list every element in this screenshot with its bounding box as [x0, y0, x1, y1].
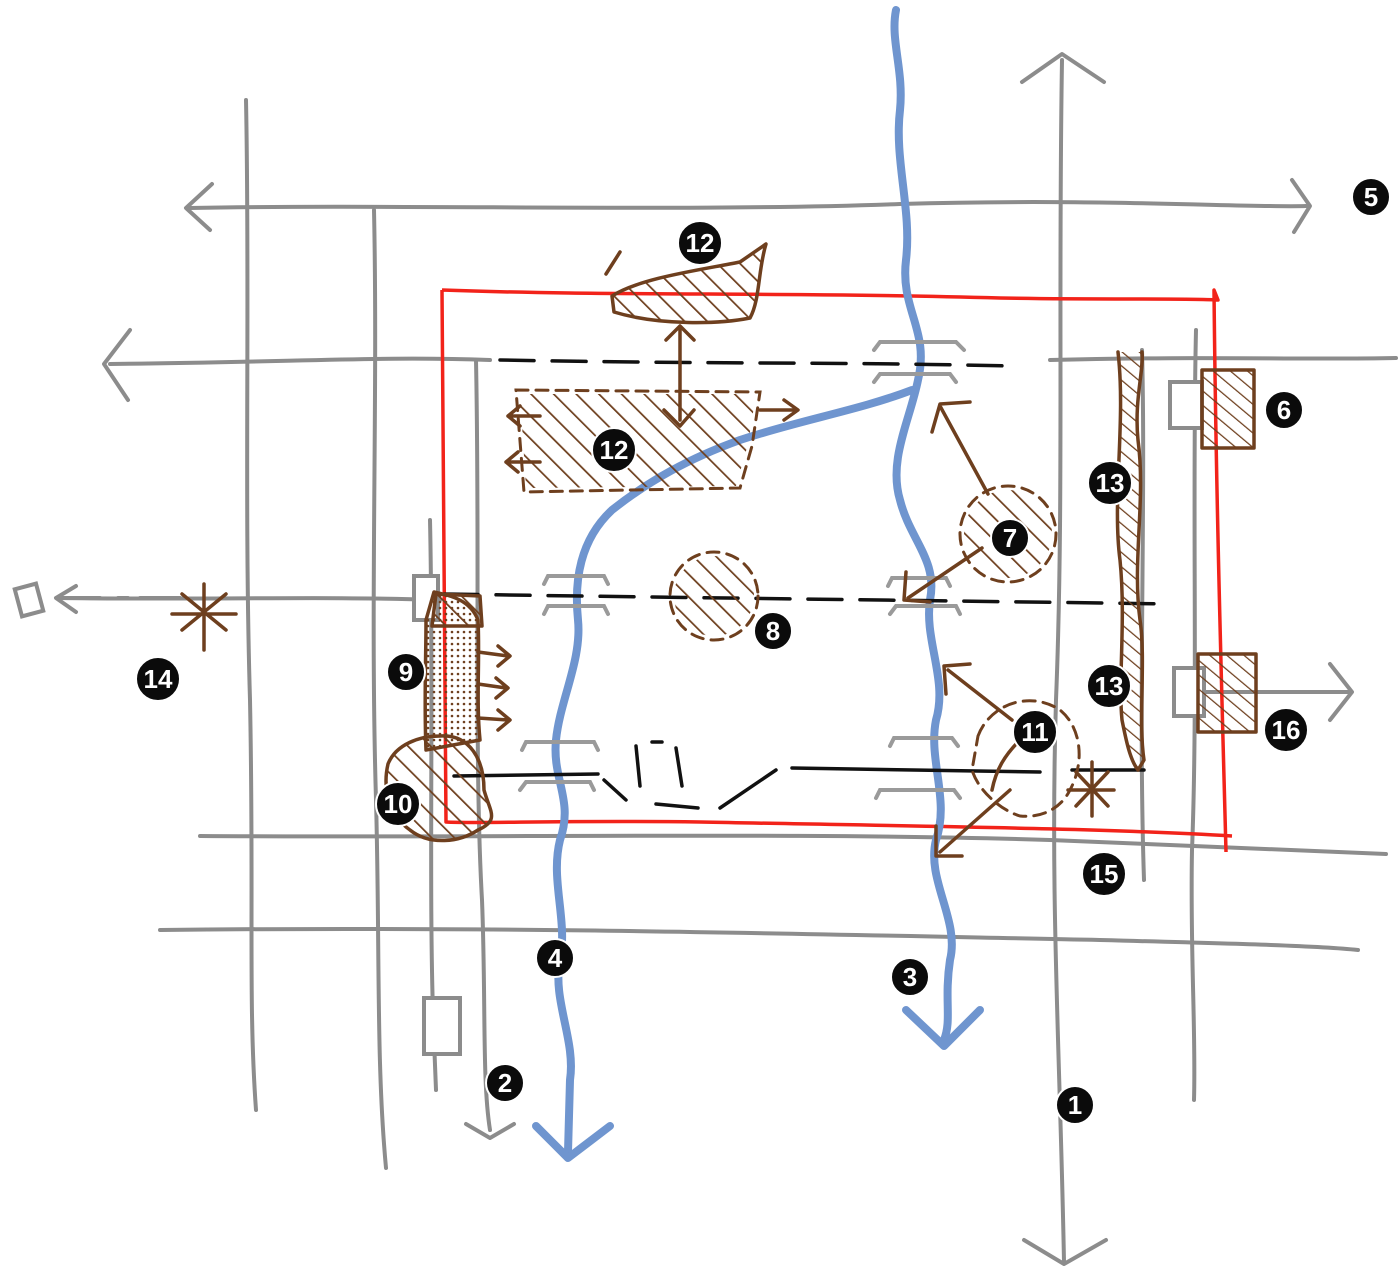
arrow-5-west	[184, 182, 214, 232]
marker-13-south-label: 13	[1095, 671, 1124, 701]
zone-7-outline	[958, 484, 1058, 584]
marker-5-label: 5	[1364, 182, 1378, 212]
zone-13	[1115, 350, 1146, 772]
marker-9-label: 9	[399, 657, 413, 687]
marker-4-label: 4	[548, 943, 563, 973]
river-3	[890, 6, 956, 1044]
marker-1-label: 1	[1068, 1090, 1082, 1120]
marker-11: 11	[1012, 709, 1058, 755]
river-4-arrowhead	[532, 1122, 614, 1162]
marker-11-label: 11	[1021, 717, 1049, 747]
zone-12-south	[520, 394, 756, 488]
symbol-14-asterisk	[170, 582, 238, 652]
broken-line-south-mid	[602, 740, 778, 810]
dashed-line-middle	[442, 592, 1172, 606]
zone-16	[1196, 652, 1258, 734]
marker-14: 14	[135, 656, 181, 702]
marker-16: 16	[1263, 707, 1309, 753]
marker-8-label: 8	[766, 616, 780, 646]
zone-12-north-tick	[604, 250, 622, 276]
road-vertical-inner-east	[1139, 348, 1146, 882]
arrow-1-south	[1022, 1238, 1108, 1266]
arrow-7-south	[902, 546, 984, 604]
marker-1: 1	[1055, 1085, 1095, 1125]
road-horizontal-upper	[108, 356, 492, 366]
road-vertical-site-west	[474, 358, 492, 1132]
marker-12-north: 12	[677, 220, 723, 266]
road-horizontal-upper-east	[1048, 356, 1398, 362]
road-vertical-left	[371, 208, 388, 1170]
bridge-river3-mid	[886, 576, 962, 616]
marker-10: 10	[375, 781, 421, 827]
marker-3: 3	[890, 957, 930, 997]
marker-14-label: 14	[144, 664, 173, 694]
zone-8	[674, 556, 754, 636]
bridges	[518, 340, 966, 800]
gate-box-14	[12, 581, 46, 619]
gate-box-6	[1168, 380, 1204, 430]
bridge-river4-mid	[542, 574, 610, 616]
arrow-1-north	[1020, 52, 1106, 84]
marker-10-label: 10	[384, 789, 413, 819]
road-vertical-far-left	[244, 98, 258, 1112]
gate-box-2	[422, 996, 462, 1056]
arrow-16-east	[1328, 662, 1354, 722]
arrow-2-south	[464, 1122, 516, 1140]
marker-7-label: 7	[1003, 523, 1017, 553]
zone-6	[1200, 368, 1256, 450]
river-4	[551, 386, 916, 1156]
symbol-15-asterisk	[1066, 760, 1116, 818]
marker-15: 15	[1081, 851, 1127, 897]
markers: 1 2 3 4 5 6 7 8 9 10 11 12 12 13 13 14 1…	[135, 177, 1391, 1125]
arrows-9	[476, 644, 512, 732]
marker-5: 5	[1351, 177, 1391, 217]
arrow-14-west	[54, 584, 78, 614]
zone-8-outline	[668, 550, 760, 642]
marker-15-label: 15	[1090, 859, 1119, 889]
marker-12-north-label: 12	[686, 228, 715, 258]
marker-4: 4	[535, 938, 575, 978]
zone-12-arrows	[504, 398, 800, 474]
marker-6: 6	[1264, 390, 1304, 430]
proposals	[170, 242, 1258, 858]
road-vertical-east	[1189, 328, 1198, 1102]
zone-12-south-outline	[514, 388, 762, 494]
road-horizontal-mid-west	[58, 596, 442, 602]
marker-2: 2	[485, 1063, 525, 1103]
marker-6-label: 6	[1277, 395, 1291, 425]
marker-13-south: 13	[1086, 663, 1132, 709]
road-vertical-1	[1052, 58, 1066, 1264]
marker-12-south-label: 12	[600, 435, 629, 465]
marker-13-north: 13	[1087, 460, 1133, 506]
marker-2-label: 2	[498, 1068, 512, 1098]
zone-9-hatch-top	[430, 592, 484, 628]
arrow-upper-west	[102, 328, 132, 402]
marker-16-label: 16	[1272, 715, 1301, 745]
marker-8: 8	[753, 611, 793, 651]
marker-12-south: 12	[591, 427, 637, 473]
marker-13-north-label: 13	[1096, 468, 1125, 498]
marker-7: 7	[990, 518, 1030, 558]
bridge-river3-lower	[874, 736, 962, 800]
zone-12-north	[610, 242, 768, 325]
river-3-arrowhead	[902, 1006, 984, 1050]
bridge-river4-lower	[518, 740, 600, 792]
arrow-5-east	[1290, 178, 1312, 234]
marker-9: 9	[386, 652, 426, 692]
arrows-11	[934, 662, 1022, 858]
dashed-line-north	[498, 358, 1012, 368]
road-horizontal-5	[188, 200, 1308, 210]
bridge-river3-north	[872, 340, 966, 384]
road-horizontal-far-south	[158, 926, 1360, 952]
arrow-7-north	[930, 400, 990, 496]
marker-3-label: 3	[903, 962, 917, 992]
